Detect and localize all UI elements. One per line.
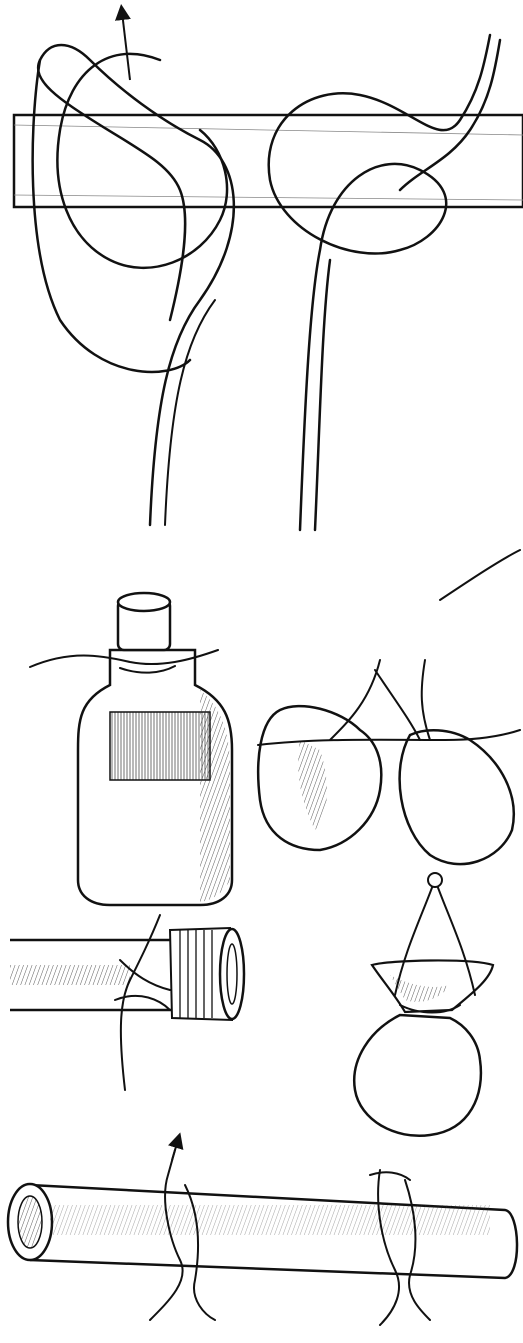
bag-mouth-panel xyxy=(354,873,493,1136)
bottle-panel xyxy=(30,593,232,905)
long-pipe-panel xyxy=(8,1140,517,1325)
constrictor-knot-panel xyxy=(14,12,523,530)
right-rope xyxy=(269,35,490,530)
arrow-up xyxy=(122,12,130,80)
bottle-label xyxy=(110,712,210,780)
bag-top-fabric xyxy=(372,960,493,1012)
bag-body xyxy=(354,1015,481,1136)
sacks-panel xyxy=(258,550,520,864)
right-sack xyxy=(400,730,514,864)
pipe-end-panel xyxy=(10,915,244,1090)
